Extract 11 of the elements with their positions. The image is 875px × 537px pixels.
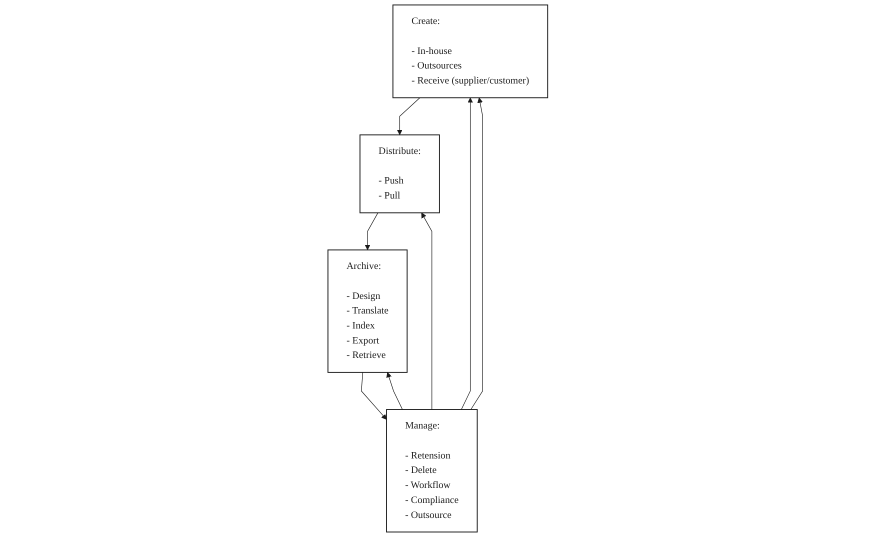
arrow	[386, 372, 402, 410]
arrow	[360, 372, 386, 420]
arrow	[364, 212, 378, 250]
node-box: Manage: - Retension - Delete - Workflow - Compliance - Outsource	[386, 409, 478, 532]
arrow	[396, 97, 420, 136]
arrow	[420, 212, 432, 410]
arrow	[460, 98, 473, 410]
arrow	[470, 98, 483, 410]
node-box: Distribute: - Push - Pull	[359, 134, 440, 214]
node-box: Archive: - Design - Translate - Index - Export - Retrieve	[327, 249, 408, 373]
node-box: Create: - In-house - Outsources - Receive (supplier/customer)	[392, 4, 548, 98]
